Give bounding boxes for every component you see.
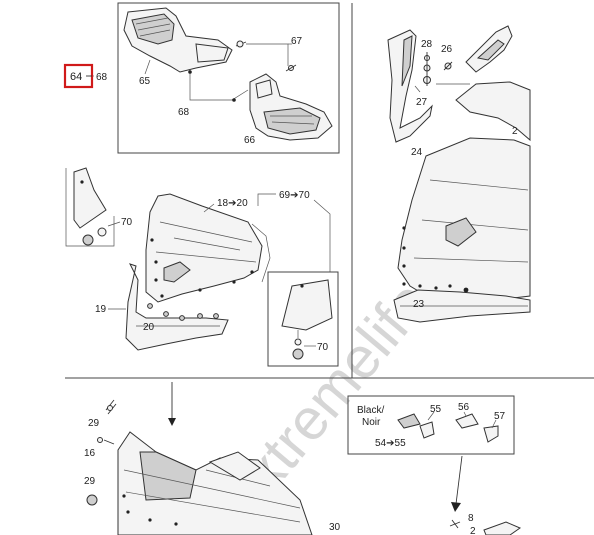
hardware-29-bottom xyxy=(86,494,98,506)
callout-66: 66 xyxy=(244,135,256,146)
label-noir: Noir xyxy=(362,417,381,428)
windshield-vent xyxy=(445,217,477,247)
callout-70-inset: 70 xyxy=(317,342,329,353)
handguard-group: 68 65 67 68 66 xyxy=(90,2,340,154)
deflector-small-panel xyxy=(73,167,107,229)
callout-69-70: 69➔70 xyxy=(279,190,310,201)
callout-2-top: 2 xyxy=(512,126,518,137)
callout-54-55: 54➔55 xyxy=(375,438,406,449)
callout-18-20: 18➔20 xyxy=(217,198,248,209)
callout-28: 28 xyxy=(421,39,433,50)
leader-69-70 xyxy=(257,193,276,206)
handguard-left-part xyxy=(123,7,233,73)
fastener-group: Black/ Noir 55 54➔55 56 57 8 2 xyxy=(347,395,522,535)
callout-65: 65 xyxy=(139,76,151,87)
clip-57-part xyxy=(483,425,499,443)
deflector-vent xyxy=(163,261,191,283)
deflector-rail-part xyxy=(125,263,229,351)
callout-27: 27 xyxy=(416,97,428,108)
arrow-head xyxy=(168,418,176,426)
callout-56: 56 xyxy=(458,402,470,413)
handguard-frame xyxy=(117,2,340,154)
hood-group: 29 16 29 30 xyxy=(65,377,352,535)
callout-24: 24 xyxy=(411,147,423,158)
callout-55: 55 xyxy=(430,404,442,415)
leader-67 xyxy=(246,43,289,66)
windshield-side-group: 28 26 27 24 2 23 xyxy=(351,3,594,379)
arrow-shaft-right xyxy=(455,455,463,505)
hardware-8 xyxy=(449,519,461,529)
handguard-left-grip xyxy=(131,13,175,45)
lower-trim-part xyxy=(483,521,522,535)
deflector-group: 70 18➔20 69➔70 19 20 xyxy=(65,167,339,367)
callout-16: 16 xyxy=(84,448,96,459)
callout-64: 64 xyxy=(70,71,82,83)
mirror-part xyxy=(387,29,433,143)
callout-19: 19 xyxy=(95,304,107,315)
callout-29-bottom: 29 xyxy=(84,476,96,487)
callout-8: 8 xyxy=(468,513,474,524)
leader-68b xyxy=(189,70,249,101)
rivets-left xyxy=(150,238,254,298)
rail-fasteners xyxy=(147,303,219,321)
rivets-right xyxy=(402,226,469,293)
callout-26: 26 xyxy=(441,44,453,55)
callout-68-bottom: 68 xyxy=(178,107,190,118)
page-number: 30 xyxy=(329,522,341,533)
arrow-head-right xyxy=(451,502,461,512)
fastener-frame xyxy=(347,395,515,455)
clip-55-part xyxy=(397,413,421,429)
callout-67: 67 xyxy=(291,36,303,47)
callout-2-bottom: 2 xyxy=(470,526,476,535)
inset-panel-part xyxy=(281,279,333,331)
label-black: Black/ xyxy=(357,405,384,416)
callout-57: 57 xyxy=(494,411,506,422)
callout-70-top: 70 xyxy=(121,217,133,228)
callout-68-left: 68 xyxy=(96,72,108,83)
deflector-main-part xyxy=(145,193,263,303)
callout-20: 20 xyxy=(143,322,155,333)
callout-29-top: 29 xyxy=(88,418,100,429)
handguard-right-grip xyxy=(263,107,321,135)
inset-69-70-frame xyxy=(267,271,339,367)
callout-64-highlight[interactable]: 64 xyxy=(63,63,94,89)
callout-23: 23 xyxy=(413,299,425,310)
hardware-16 xyxy=(97,437,103,443)
clip-56-part xyxy=(455,413,479,429)
